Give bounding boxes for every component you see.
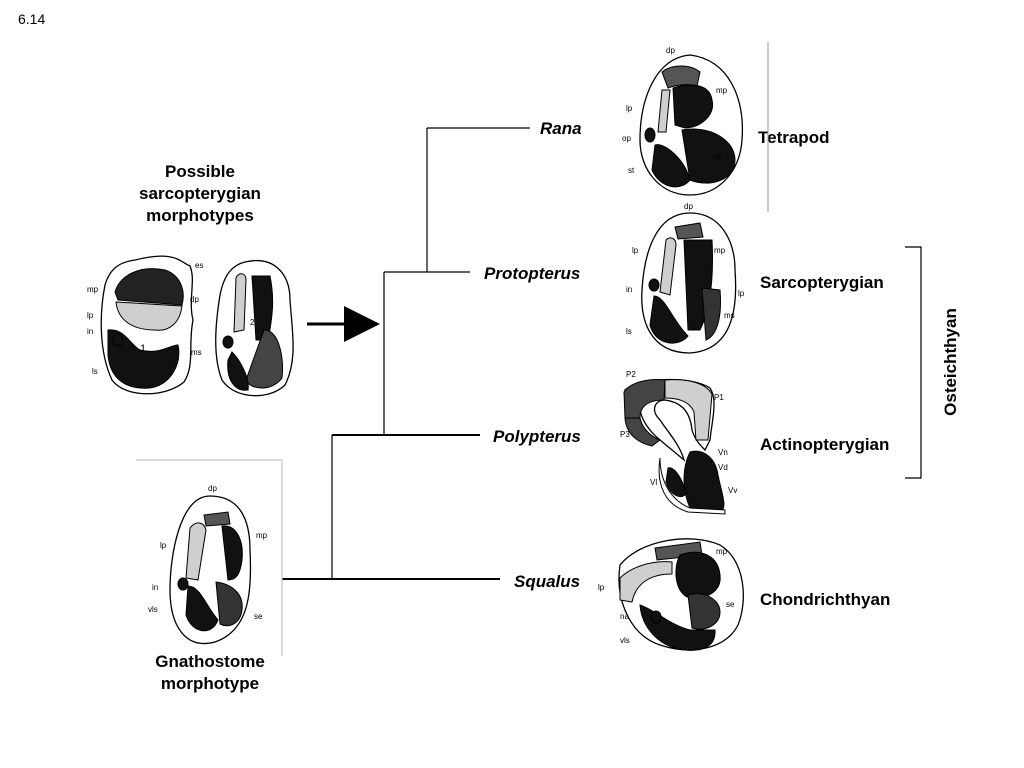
svg-text:vls: vls: [148, 605, 158, 614]
protopterus-brain-diagram: [641, 212, 737, 354]
morphotype-number-2: 2: [250, 318, 255, 327]
group-chondrichthyan: Chondrichthyan: [760, 590, 891, 609]
squalus-brain-diagram: [618, 538, 744, 651]
osteichthyan-bracket: [905, 246, 922, 479]
svg-text:1: 1: [140, 343, 146, 355]
svg-text:dp: dp: [208, 484, 217, 493]
svg-text:ms: ms: [191, 348, 202, 357]
sarco-morphotype-2-diagram: [215, 259, 294, 397]
svg-text:ms: ms: [724, 311, 735, 320]
rana-labels: dp mp lp op se st: [622, 46, 728, 175]
svg-text:st: st: [628, 166, 635, 175]
svg-text:in: in: [626, 285, 632, 294]
svg-text:se: se: [713, 152, 722, 161]
gnathostome-brain-diagram: [169, 495, 252, 645]
sarco-morphotype-1-labels: es mp dp lp in ms ls 1: [87, 261, 203, 376]
sarcopterygian-morphotypes-heading: Possible sarcopterygian morphotypes: [100, 161, 300, 227]
slide-number: 6.14: [18, 11, 46, 27]
protopterus-labels: dp lp mp in ls ms lp: [626, 202, 745, 336]
svg-text:Vd: Vd: [718, 463, 728, 472]
svg-text:op: op: [622, 134, 631, 143]
svg-text:es: es: [195, 261, 203, 270]
svg-text:dp: dp: [190, 295, 199, 304]
svg-text:P2: P2: [626, 370, 636, 379]
taxon-polypterus: Polypterus: [493, 427, 581, 446]
svg-text:in: in: [152, 583, 158, 592]
heading-line: sarcopterygian: [139, 184, 261, 203]
svg-text:lp: lp: [87, 311, 94, 320]
heading-line: morphotypes: [146, 206, 254, 225]
group-sarcopterygian: Sarcopterygian: [760, 273, 884, 292]
taxon-squalus: Squalus: [514, 572, 581, 591]
svg-text:mp: mp: [716, 547, 728, 556]
svg-text:lp: lp: [598, 583, 605, 592]
svg-text:dp: dp: [684, 202, 693, 211]
squalus-labels: mp lp se na vls: [598, 547, 735, 645]
group-actinopterygian: Actinopterygian: [760, 435, 890, 454]
svg-text:Vv: Vv: [728, 486, 737, 495]
svg-text:mp: mp: [714, 246, 726, 255]
svg-text:ls: ls: [92, 367, 98, 376]
svg-text:in: in: [87, 327, 93, 336]
svg-text:mp: mp: [87, 285, 99, 294]
taxon-protopterus: Protopterus: [484, 264, 581, 283]
svg-text:P1: P1: [714, 393, 724, 402]
svg-text:mp: mp: [256, 531, 268, 540]
gnathostome-morphotype-heading: Gnathostome morphotype: [110, 651, 310, 695]
svg-text:lp: lp: [632, 246, 639, 255]
svg-text:vls: vls: [620, 636, 630, 645]
heading-line: Possible: [165, 162, 235, 181]
polypterus-brain-diagram: [623, 378, 726, 515]
taxon-rana: Rana: [540, 119, 582, 138]
heading-line: Gnathostome: [155, 652, 265, 671]
group-tetrapod: Tetrapod: [758, 128, 830, 147]
svg-text:mp: mp: [716, 86, 728, 95]
svg-text:lp: lp: [626, 104, 633, 113]
svg-text:se: se: [726, 600, 735, 609]
svg-text:dp: dp: [666, 46, 675, 55]
polypterus-labels: P2 P1 P3 Vn Vd Vl Vv: [620, 370, 737, 495]
svg-text:lp: lp: [738, 289, 745, 298]
svg-text:lp: lp: [160, 541, 167, 550]
svg-text:Vl: Vl: [650, 478, 657, 487]
sarco-morphotype-1-diagram: [100, 255, 194, 395]
svg-text:P3: P3: [620, 430, 630, 439]
svg-text:ls: ls: [626, 327, 632, 336]
gnathostome-labels: dp lp mp in vls se: [148, 484, 268, 621]
rana-brain-diagram: [639, 54, 744, 196]
svg-text:se: se: [254, 612, 263, 621]
cladogram: [282, 127, 530, 580]
heading-line: morphotype: [160, 674, 260, 693]
svg-text:na: na: [620, 612, 629, 621]
svg-text:Vn: Vn: [718, 448, 728, 457]
